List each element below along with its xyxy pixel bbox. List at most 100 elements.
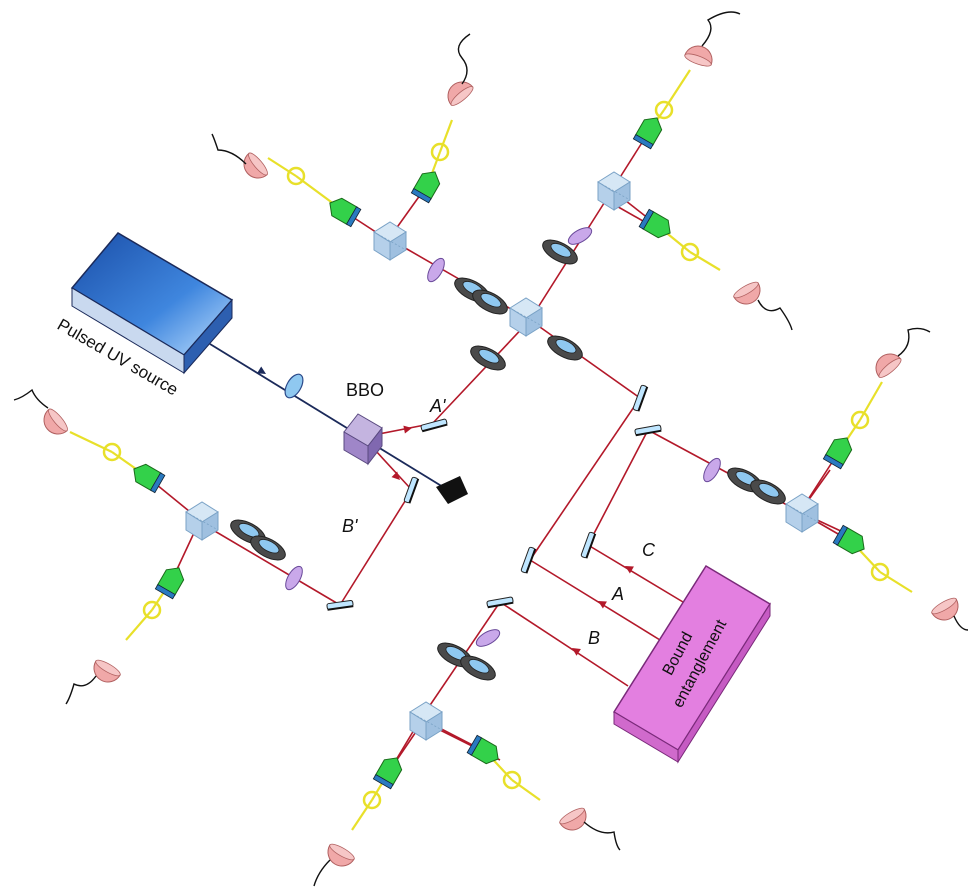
pulsed-uv-source: Pulsed UV source	[54, 232, 234, 400]
path-label-a-prime: A'	[429, 396, 446, 416]
arm-right-down-wire	[953, 615, 968, 631]
mirror-a-prime	[420, 418, 448, 433]
arm-tr-right-coupler	[638, 208, 671, 239]
arm-ul-left-detector-base	[248, 152, 268, 176]
ring-right-2-inner	[758, 483, 780, 498]
arm-bottom-left-coupler-lens	[372, 773, 394, 790]
arm-ul-up-coupler-lens	[410, 187, 432, 204]
arm-right-up-detector	[875, 353, 902, 378]
mirror-b	[486, 596, 514, 609]
pbs-bottom-right	[425, 711, 443, 741]
arrow-a	[598, 601, 607, 609]
polariser-ul	[427, 257, 445, 283]
beam-b-prime-3	[195, 519, 341, 606]
arm-left-up-coupler-lens	[149, 472, 166, 494]
beam-dump	[436, 476, 468, 504]
arm-right-up-coupler-lens	[822, 453, 844, 470]
arm-right-up-loop	[850, 410, 870, 430]
arm-bottom-right-loop	[502, 770, 522, 790]
pbs-top-right	[597, 171, 631, 211]
beam-b	[499, 601, 629, 687]
uv-pump-beam	[209, 343, 449, 491]
arm-right-down-fiber-b	[879, 571, 913, 593]
ring-tc-2-inner	[550, 243, 572, 258]
mirror-top-right	[632, 384, 649, 412]
mirror-b-prime-2-back	[327, 605, 354, 611]
path-label-c: C	[642, 540, 656, 560]
beam-b-prime-arrow-head	[391, 471, 400, 480]
mirror-right-back	[635, 429, 662, 437]
pbs-top-right-right	[613, 181, 631, 211]
arm-ul-up-detector-base	[450, 86, 474, 106]
arm-tr-up-wire	[701, 11, 741, 47]
polariser-tr	[567, 227, 593, 245]
arrow-c-head	[625, 566, 634, 574]
ring-left-2-inner	[258, 539, 280, 554]
bound-entanglement-source: Bound entanglement	[612, 564, 772, 764]
polariser-left	[285, 565, 303, 591]
arm-bottom-left-fiber-b	[351, 799, 373, 831]
polariser-bottom	[475, 629, 501, 647]
arm-ul-left-wire	[211, 133, 247, 165]
arm-ul-left-loop	[286, 166, 306, 186]
arm-ul-up-loop	[430, 142, 450, 162]
arm-bottom-left-loop	[362, 790, 382, 810]
arm-bottom-left-detector	[327, 843, 355, 867]
pump-lens	[284, 373, 304, 399]
pbs-left-right	[201, 511, 219, 541]
arm-left-down-coupler-lens	[154, 583, 176, 600]
beam-a-prime-arrow-head	[403, 425, 412, 434]
bbo-label: BBO	[346, 380, 384, 400]
arm-ul-up-detector	[447, 81, 474, 106]
arm-bottom-right-detector	[559, 807, 587, 831]
arm-ul-left-coupler-lens	[345, 206, 362, 228]
pbs-upper-left-right	[389, 231, 407, 261]
beam-b-prime-arrow	[391, 471, 400, 480]
arm-bottom-left-detector-base	[329, 843, 355, 861]
mirror-b-prime-2	[326, 599, 354, 611]
arm-tr-right-wire	[757, 299, 793, 331]
arm-ul-left-fiber-b	[267, 157, 297, 177]
arm-tr-up-coupler-lens	[632, 133, 654, 150]
arm-right-up-fiber-b	[859, 381, 883, 421]
arrow-b	[572, 648, 581, 656]
arm-tr-right-detector	[733, 281, 761, 305]
path-label-a: A	[611, 584, 624, 604]
ring-bottom-2	[460, 655, 496, 681]
arm-bottom-right-wire	[583, 821, 621, 851]
arm-left-up-detector-base	[48, 408, 68, 432]
arm-left-down-detector-base	[95, 659, 121, 677]
pbs-right-right	[801, 503, 819, 533]
arm-right-up-detector-base	[878, 358, 902, 378]
arm-left-down-loop	[142, 600, 162, 620]
arm-right-down-coupler-lens	[832, 524, 849, 546]
uv-arrow-1-head	[257, 366, 266, 374]
ring-ul-2	[472, 289, 508, 315]
ring-tc-1	[470, 345, 506, 371]
optical-components	[13, 11, 968, 887]
mirror-c-back	[585, 533, 597, 559]
path-label-b-prime: B'	[342, 516, 358, 536]
mirror-right	[634, 424, 662, 437]
path-label-b: B	[588, 628, 600, 648]
arm-tr-right-loop	[680, 242, 700, 262]
arm-left-up-detector	[43, 408, 68, 435]
arrow-a-head	[598, 601, 607, 609]
beam-c	[587, 544, 684, 603]
arm-right-down-detector-base	[931, 597, 957, 615]
arm-ul-left-detector	[243, 152, 268, 179]
arm-right-down-coupler	[832, 524, 865, 555]
arm-tr-up-detector	[684, 45, 713, 67]
arm-tr-right-detector-base	[733, 281, 759, 299]
mirror-top-right-back	[637, 386, 649, 412]
arm-ul-up-coupler	[410, 171, 441, 204]
arm-ul-up-wire	[457, 33, 471, 85]
arm-bottom-right-coupler-lens	[466, 734, 483, 756]
arm-bottom-right-detector-base	[559, 807, 585, 825]
ring-ul-2-inner	[480, 293, 502, 308]
arrow-b-head	[572, 648, 581, 656]
polariser-right	[703, 457, 721, 483]
pbs-upper-left	[373, 221, 407, 261]
